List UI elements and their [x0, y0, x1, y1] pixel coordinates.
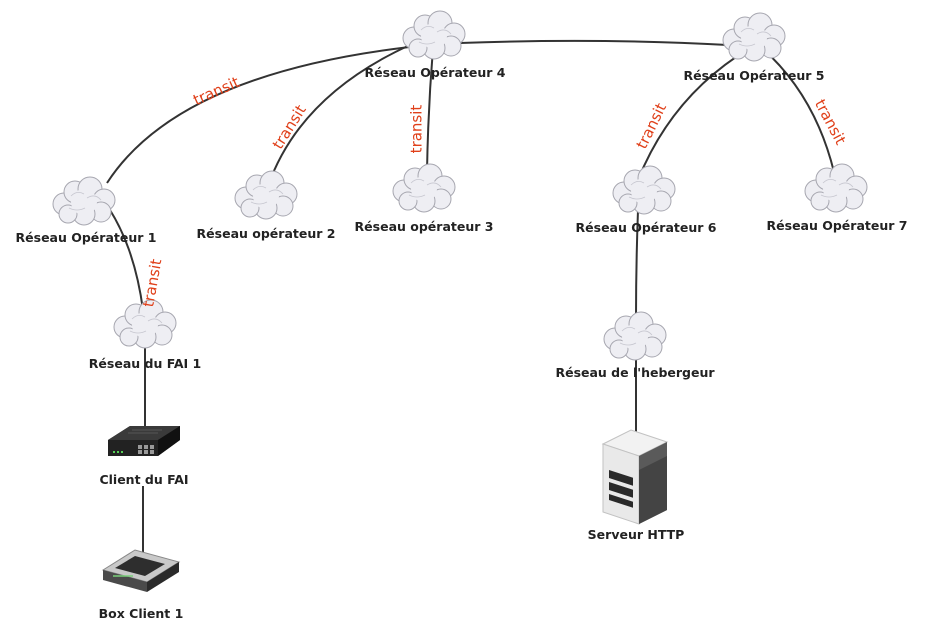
label-reseau-operateur-4: Réseau Opérateur 4 [364, 65, 506, 80]
link-op2-op4 [267, 44, 411, 187]
cloud-icon [392, 163, 456, 213]
cloud-icon [402, 10, 466, 60]
cloud-icon [52, 176, 116, 226]
transit-label-op3-op4: transit [407, 104, 426, 154]
label-reseau-operateur-7: Réseau Opérateur 7 [766, 218, 908, 233]
cloud-icon [804, 163, 868, 213]
cloud-icon [722, 12, 786, 62]
link-op7-op5 [761, 47, 835, 173]
link-op4-op5 [459, 39, 729, 46]
label-reseau-operateur-5: Réseau Opérateur 5 [683, 68, 825, 83]
link-op1-op4 [106, 44, 429, 184]
link-op6-op5 [637, 47, 751, 181]
label-box-client-1: Box Client 1 [98, 606, 184, 621]
server-icon [601, 429, 669, 525]
label-reseau-fai-1: Réseau du FAI 1 [88, 356, 202, 371]
router-box-icon [101, 549, 181, 592]
label-reseau-operateur-1: Réseau Opérateur 1 [15, 230, 157, 245]
cloud-icon [113, 299, 177, 349]
cloud-icon [234, 170, 298, 220]
label-client-fai: Client du FAI [99, 472, 189, 487]
cloud-icon [612, 165, 676, 215]
link-op3-op4 [426, 47, 434, 173]
label-serveur-http: Serveur HTTP [587, 527, 685, 542]
link-op6-hebergeur [635, 209, 639, 319]
label-reseau-operateur-6: Réseau Opérateur 6 [575, 220, 717, 235]
switch-icon [108, 426, 180, 456]
label-reseau-operateur-2: Réseau opérateur 2 [196, 226, 336, 241]
cloud-icon [603, 311, 667, 361]
label-reseau-operateur-3: Réseau opérateur 3 [354, 219, 494, 234]
link-fai1-op1 [109, 209, 144, 311]
label-reseau-hebergeur: Réseau de l'hebergeur [555, 365, 715, 380]
